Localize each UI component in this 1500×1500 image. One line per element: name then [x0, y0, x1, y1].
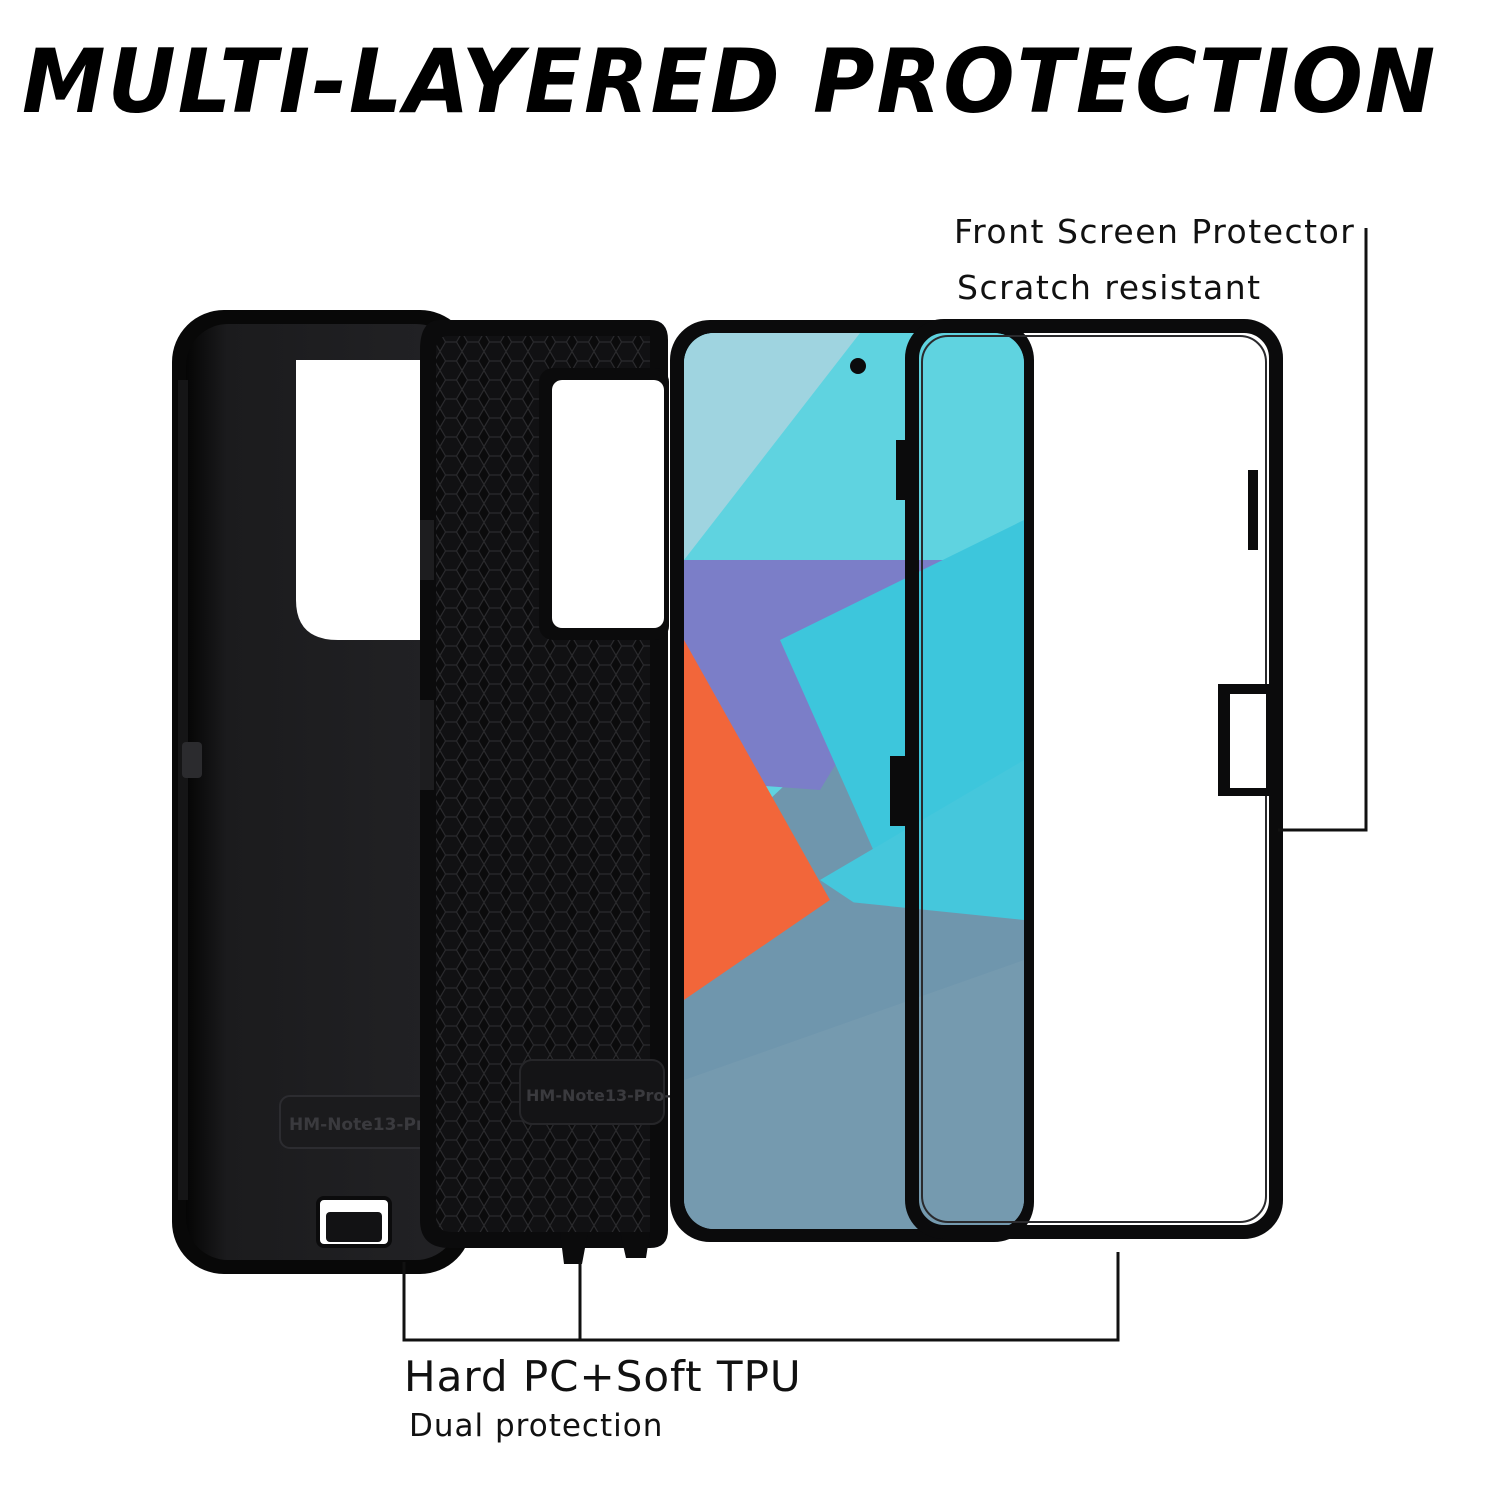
- phone-front: [670, 320, 1034, 1242]
- front-callout-line: [1278, 228, 1368, 832]
- headline: MULTI-LAYERED PROTECTION: [22, 30, 1438, 133]
- phone-screen: [684, 333, 1024, 1229]
- callout-lines: [402, 228, 1368, 1342]
- scratch-resistant-label: Scratch resistant: [957, 268, 1262, 307]
- outer-shell-model-text: HM-Note13-Pro-5: [289, 1115, 455, 1135]
- front-protector-label: Front Screen Protector: [954, 212, 1356, 251]
- back-callout-line: [402, 1252, 1120, 1342]
- inner-tpu-sleeve: HM-Note13-Pro-5G: [420, 320, 695, 1264]
- hard-pc-soft-tpu-label: Hard PC+Soft TPU: [404, 1352, 802, 1401]
- outer-hard-shell: HM-Note13-Pro-5: [172, 310, 472, 1274]
- inner-sleeve-model-text: HM-Note13-Pro-5G: [526, 1086, 695, 1105]
- front-screen-protector-frame: [890, 319, 1283, 1239]
- dual-protection-label: Dual protection: [409, 1408, 664, 1444]
